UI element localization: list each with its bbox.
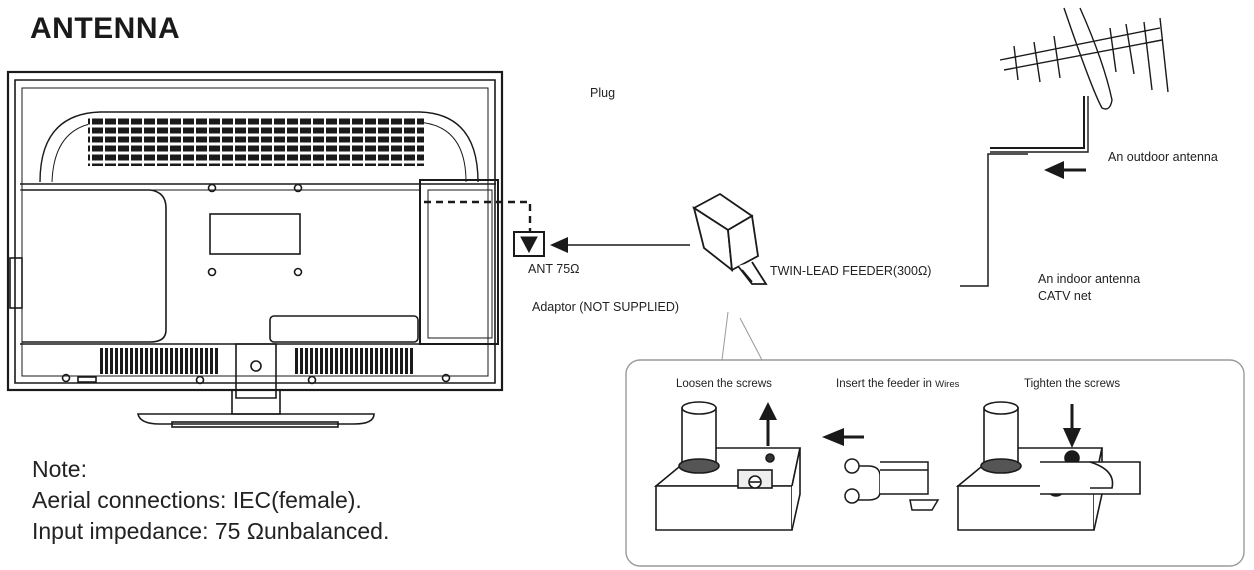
indoor-antenna-label: An indoor antenna [1038, 272, 1141, 286]
page-title: ANTENNA [30, 12, 181, 45]
step-insert-label: Insert the feeder in Wires [836, 378, 960, 390]
callout-lines [721, 311, 763, 361]
catv-label: CATV net [1038, 289, 1092, 303]
note-line-impedance: Input impedance: 75 Ωunbalanced. [32, 518, 390, 544]
arrow-icon [1063, 404, 1081, 448]
step-tighten-label: Tighten the screws [1024, 378, 1121, 390]
screw-terminal-icon [653, 401, 801, 531]
adaptor-label: Adaptor (NOT SUPPLIED) [532, 300, 680, 314]
twin-lead-wire [960, 153, 1028, 287]
arrow-icon [759, 402, 777, 446]
note-title: Note: [32, 456, 87, 482]
tv-rear-icon [6, 70, 504, 428]
arrow-icon [1044, 161, 1086, 179]
ant-label: ANT 75Ω [528, 262, 580, 276]
step-loosen-label: Loosen the screws [676, 378, 772, 390]
outdoor-antenna-label: An outdoor antenna [1108, 150, 1218, 164]
arrow-icon [550, 237, 690, 253]
adaptor-plug-icon [692, 192, 768, 285]
outdoor-antenna-icon [990, 7, 1169, 153]
arrow-icon [822, 428, 864, 446]
note-line-aerial: Aerial connections: IEC(female). [32, 487, 362, 513]
ant-connection [424, 200, 545, 257]
plug-label: Plug [590, 86, 616, 100]
feeder-wires-icon [844, 458, 940, 511]
twin-lead-label: TWIN-LEAD FEEDER(300Ω) [770, 264, 932, 278]
screw-terminal-icon [955, 401, 1141, 531]
